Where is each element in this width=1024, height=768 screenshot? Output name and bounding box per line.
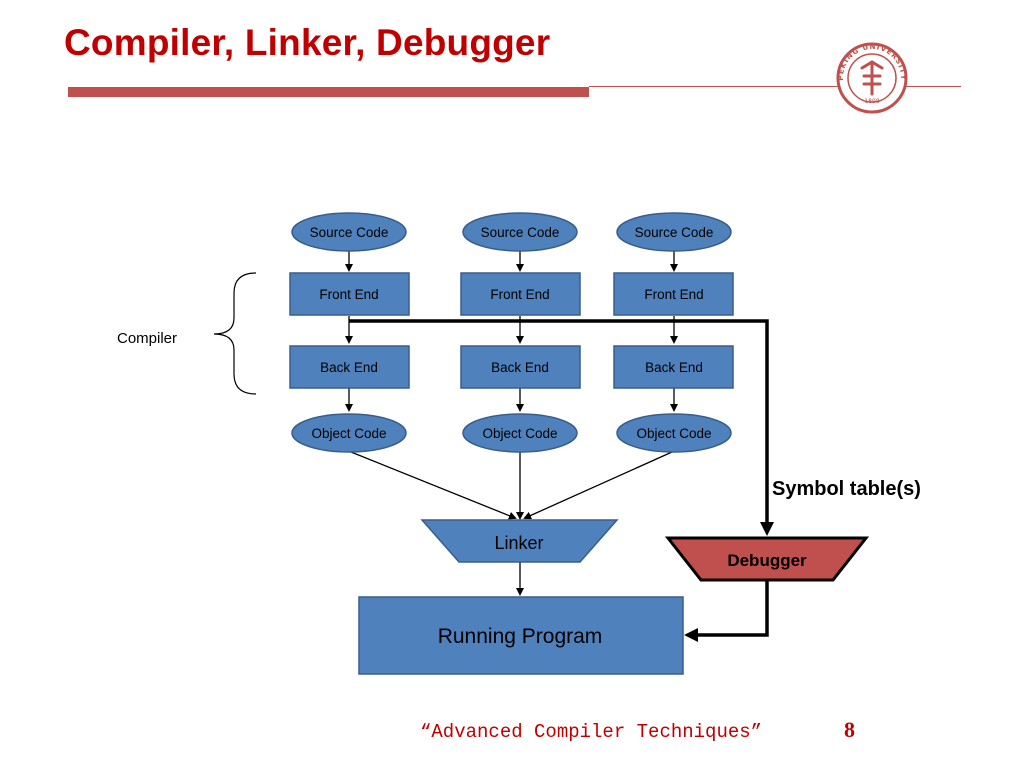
- object-node-3: [616, 413, 732, 453]
- back-end-box-3: [613, 345, 734, 389]
- front-end-box-1: [289, 272, 410, 316]
- source-label-2: Source Code: [481, 225, 560, 240]
- logo-year: 1898: [864, 98, 879, 105]
- source-label-3: Source Code: [635, 225, 714, 240]
- running-program-node: [358, 596, 684, 675]
- compiler-brace: [213, 272, 257, 395]
- running-program-label: Running Program: [438, 625, 603, 648]
- back-end-label-1: Back End: [320, 360, 378, 375]
- back-end-box-2: [460, 345, 581, 389]
- back-end-row: Back End Back End Back End: [289, 345, 734, 389]
- symbol-table-label: Symbol table(s): [772, 478, 921, 500]
- front-end-label-1: Front End: [319, 287, 378, 302]
- front-end-box-3: [613, 272, 734, 316]
- slide-title: Compiler, Linker, Debugger: [64, 22, 551, 63]
- title-underline-thin: [589, 86, 961, 87]
- linker-label: Linker: [494, 533, 543, 553]
- debugger-label: Debugger: [727, 551, 807, 570]
- debugger-node: [664, 536, 870, 582]
- front-end-row: Front End Front End Front End: [289, 272, 734, 316]
- slide-footer: “Advanced Compiler Techniques”: [420, 721, 763, 743]
- back-end-box-1: [289, 345, 410, 389]
- source-label-1: Source Code: [310, 225, 389, 240]
- back-end-label-2: Back End: [491, 360, 549, 375]
- front-end-label-3: Front End: [644, 287, 703, 302]
- object-label-2: Object Code: [482, 426, 557, 441]
- object-label-3: Object Code: [636, 426, 711, 441]
- linker-node: [420, 519, 619, 563]
- front-end-box-2: [460, 272, 581, 316]
- front-end-label-2: Front End: [490, 287, 549, 302]
- source-node-2: [462, 212, 578, 252]
- object-code-row: Object Code Object Code Object Code: [291, 413, 732, 453]
- source-node-1: [291, 212, 407, 252]
- compiler-label: Compiler: [117, 330, 178, 347]
- title-underline-thick: [68, 87, 589, 97]
- object-node-2: [462, 413, 578, 453]
- source-row: Source Code Source Code Source Code: [291, 212, 732, 252]
- back-end-label-3: Back End: [645, 360, 703, 375]
- object-node-1: [291, 413, 407, 453]
- object-label-1: Object Code: [311, 426, 386, 441]
- university-logo: PEKING UNIVERSITY 1898: [836, 42, 908, 114]
- page-number: 8: [844, 717, 855, 742]
- source-node-3: [616, 212, 732, 252]
